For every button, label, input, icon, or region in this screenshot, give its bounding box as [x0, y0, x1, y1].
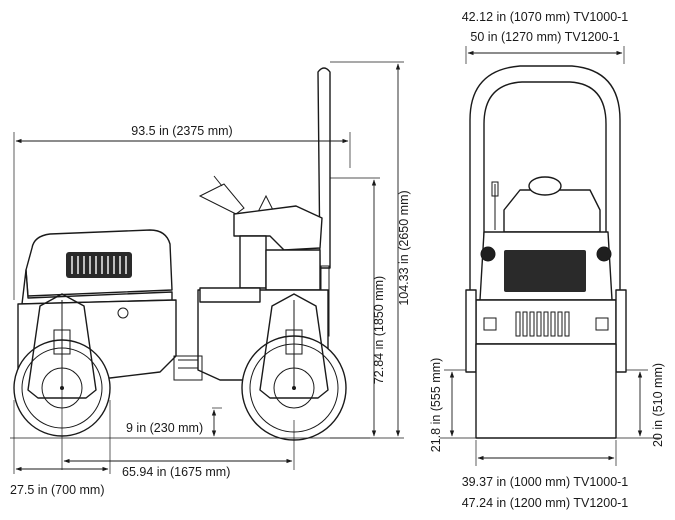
articulation-joint [173, 355, 203, 381]
seat-height-label: 72.84 in (1850 mm) [372, 276, 386, 384]
frame-bolt [117, 307, 129, 319]
right-light [596, 246, 612, 262]
left-side-frame [465, 289, 477, 373]
front-width-label-1: 42.12 in (1070 mm) TV1000-1 [462, 10, 629, 24]
seat-box [265, 249, 321, 291]
ground-clearance-label: 9 in (230 mm) [126, 421, 203, 435]
left-side-height-label: 21.8 in (555 mm) [429, 358, 443, 452]
right-side-height-label: 20 in (510 mm) [651, 363, 665, 447]
front-grille [504, 250, 586, 292]
overall-length-label: 93.5 in (2375 mm) [131, 124, 232, 138]
front-view: 42.12 in (1070 mm) TV1000-1 50 in (1270 … [429, 10, 665, 510]
drum-width-label-2: 47.24 in (1200 mm) TV1200-1 [462, 496, 629, 510]
seat-pedestal [239, 235, 267, 289]
filler-cap [528, 176, 562, 196]
side-view: 93.5 in (2375 mm) 104.33 in (2650 mm) 72… [10, 61, 411, 497]
hood-grille [66, 252, 132, 278]
left-light [480, 246, 496, 262]
left-vent [483, 317, 497, 331]
front-drum-face [475, 343, 617, 439]
front-width-label-2: 50 in (1270 mm) TV1200-1 [470, 30, 619, 44]
right-vent [595, 317, 609, 331]
right-side-frame [615, 289, 627, 373]
drum-width-label-1: 39.37 in (1000 mm) TV1000-1 [462, 475, 629, 489]
overall-height-label: 104.33 in (2650 mm) [397, 190, 411, 305]
drum-diameter-label: 27.5 in (700 mm) [10, 483, 104, 497]
wheelbase-label: 65.94 in (1675 mm) [122, 465, 230, 479]
hood-grille-slats [71, 256, 127, 274]
step [199, 287, 261, 303]
center-vents [515, 311, 570, 337]
upper-body [503, 189, 601, 233]
lower-frame [475, 299, 617, 345]
steering-wheel [198, 183, 245, 215]
hood-base [21, 269, 173, 305]
rear-drum [13, 293, 111, 437]
